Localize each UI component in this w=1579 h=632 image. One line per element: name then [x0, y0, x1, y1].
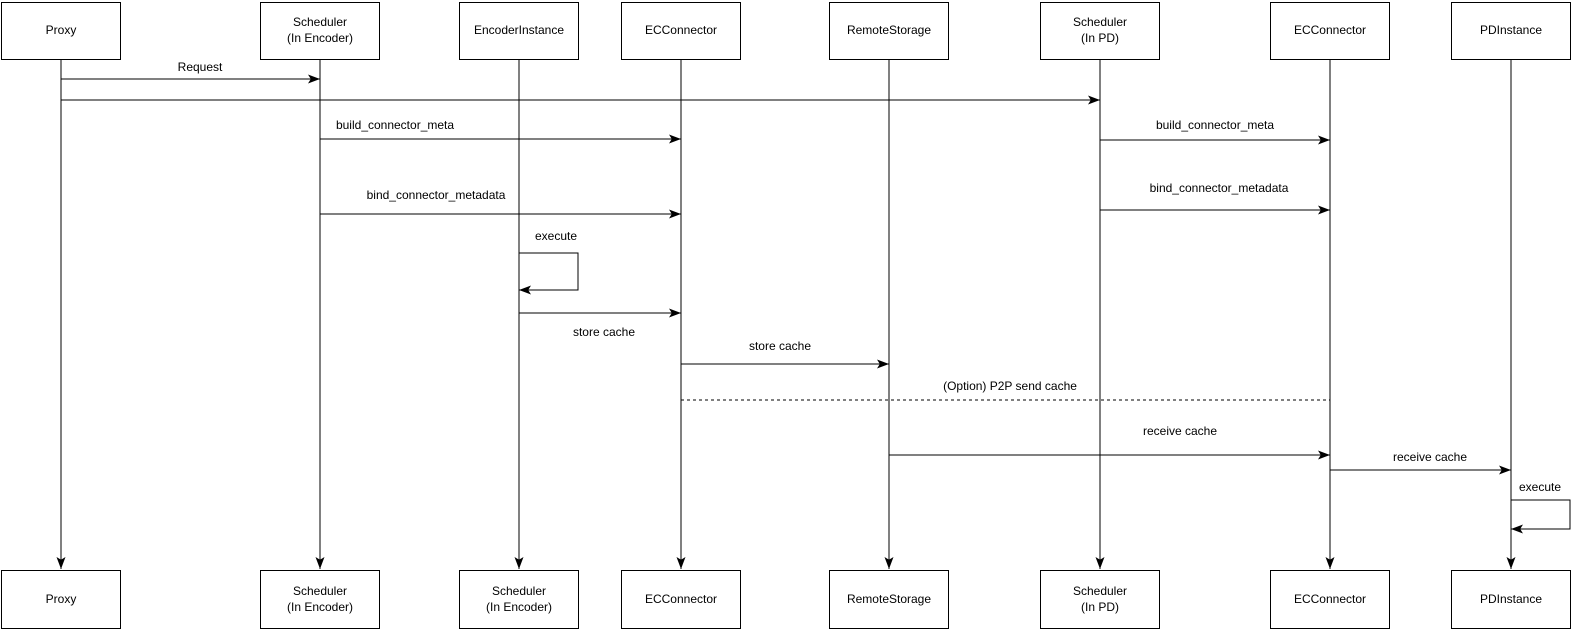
- actor-bottom-ec-connector-1: ECConnector: [621, 570, 741, 629]
- message-label-build-connector-meta-right: build_connector_meta: [1155, 118, 1275, 132]
- message-label-receive-cache-2: receive cache: [1392, 450, 1468, 464]
- actor-top-ec-connector-1: ECConnector: [621, 2, 741, 60]
- actor-bottom-scheduler-pd: Scheduler (In PD): [1040, 570, 1160, 629]
- message-label-execute-pd: execute: [1518, 480, 1562, 494]
- message-label-execute-encoder: execute: [534, 229, 578, 243]
- message-label-bind-connector-metadata-right: bind_connector_metadata: [1149, 181, 1289, 195]
- message-label-bind-connector-metadata-left: bind_connector_metadata: [366, 188, 506, 202]
- message-label-receive-cache-1: receive cache: [1142, 424, 1218, 438]
- message-label-p2p-send-cache: (Option) P2P send cache: [943, 379, 1077, 393]
- actor-bottom-remote-storage: RemoteStorage: [829, 570, 949, 629]
- self-loop-execute-pd: [1511, 499, 1571, 534]
- actor-top-pd-instance: PDInstance: [1451, 2, 1571, 60]
- message-label-request: Request: [177, 60, 223, 74]
- message-label-store-cache-1: store cache: [572, 325, 636, 339]
- message-label-store-cache-2: store cache: [748, 339, 812, 353]
- actor-bottom-encoder-instance: Scheduler (In Encoder): [459, 570, 579, 629]
- actor-bottom-scheduler-encoder: Scheduler (In Encoder): [260, 570, 380, 629]
- actor-bottom-proxy: Proxy: [1, 570, 121, 629]
- actor-top-remote-storage: RemoteStorage: [829, 2, 949, 60]
- actor-bottom-ec-connector-2: ECConnector: [1270, 570, 1390, 629]
- actor-top-ec-connector-2: ECConnector: [1270, 2, 1390, 60]
- message-label-build-connector-meta-left: build_connector_meta: [335, 118, 455, 132]
- actor-top-proxy: Proxy: [1, 2, 121, 60]
- actor-top-encoder-instance: EncoderInstance: [459, 2, 579, 60]
- actor-top-scheduler-pd: Scheduler (In PD): [1040, 2, 1160, 60]
- self-loop-execute-encoder: [519, 252, 579, 295]
- actor-bottom-pd-instance: PDInstance: [1451, 570, 1571, 629]
- actor-top-scheduler-encoder: Scheduler (In Encoder): [260, 2, 380, 60]
